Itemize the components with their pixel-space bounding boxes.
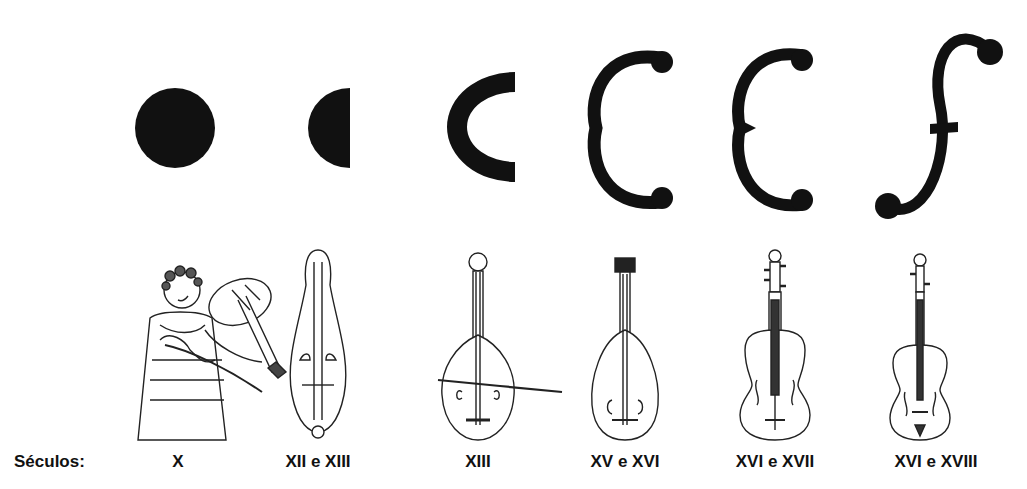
notched-c-hole — [738, 49, 813, 211]
rebec — [290, 250, 346, 438]
instrument-drawings — [138, 250, 950, 440]
viol — [740, 250, 810, 440]
sound-hole-shapes — [135, 39, 1003, 219]
bracket-c-hole — [594, 51, 673, 209]
round-hole — [135, 88, 215, 168]
century-label: XII e XIII — [285, 452, 350, 472]
c-hole — [447, 72, 515, 182]
century-label: XVI e XVII — [736, 452, 814, 472]
f-hole — [875, 39, 1003, 219]
axis-title: Séculos: — [14, 452, 85, 472]
century-label: XIII — [465, 452, 491, 472]
violin — [890, 254, 950, 440]
century-label: XVI e XVIII — [894, 452, 977, 472]
lute-fiddle — [592, 258, 658, 440]
half-round-hole — [308, 88, 350, 168]
century-label: X — [172, 452, 183, 472]
medieval-fiddle — [438, 253, 562, 440]
century-label: XV e XVI — [591, 452, 660, 472]
musician-figure — [138, 266, 286, 440]
